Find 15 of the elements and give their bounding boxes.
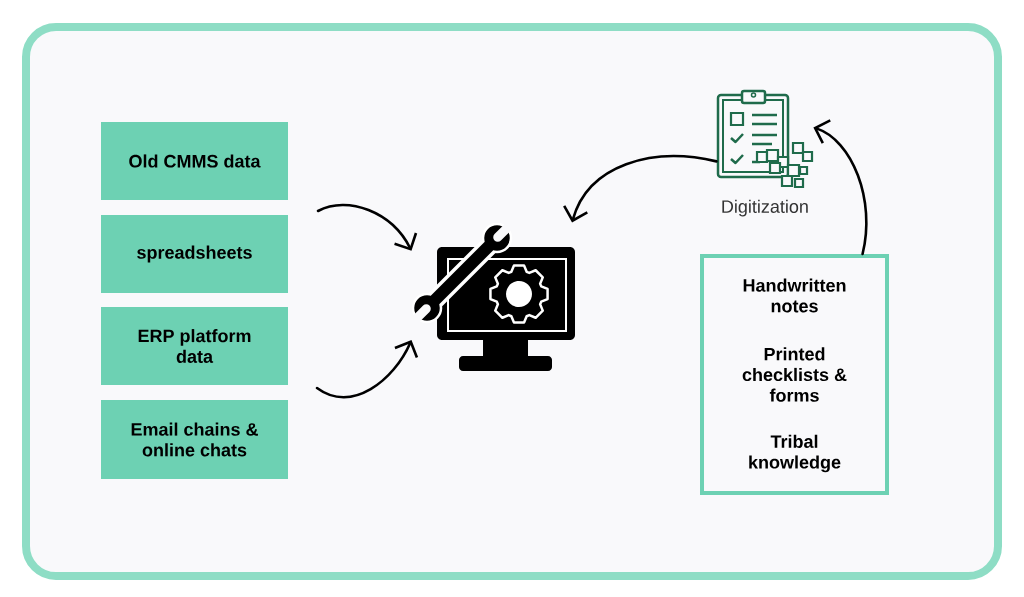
text-box: Old CMMS data [101, 122, 288, 200]
text-box: ERP platform data [101, 307, 288, 385]
box-text: Tribal knowledge [749, 434, 841, 473]
computer-repair-icon [411, 222, 575, 371]
outlined-box [700, 254, 889, 495]
curved-arrow [315, 340, 419, 399]
curved-arrow [813, 119, 868, 256]
curved-arrow [563, 155, 718, 223]
icon-caption: Digitization [722, 199, 808, 217]
box-text: Handwritten notes [743, 278, 846, 313]
box-text: Printed checklists & forms [742, 347, 847, 402]
text-box: spreadsheets [101, 215, 288, 293]
clipboard-icon [716, 89, 814, 189]
curved-arrow [316, 203, 418, 251]
text-box: Email chains & online chats [101, 400, 288, 479]
